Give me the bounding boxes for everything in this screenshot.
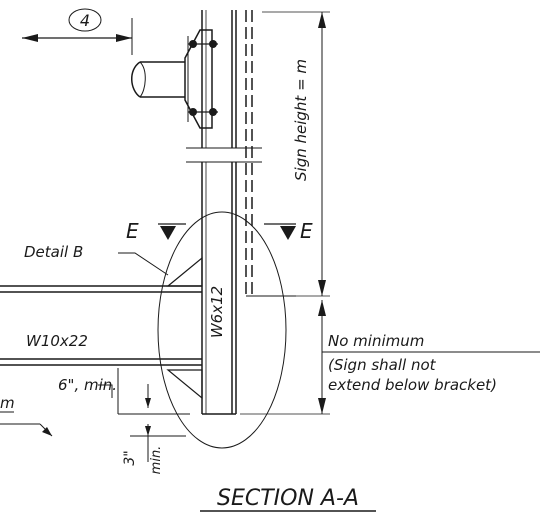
sign-note-line-2: extend below bracket) <box>328 376 497 394</box>
three-inch-dimension <box>130 424 186 462</box>
no-minimum-dimension <box>240 300 540 415</box>
three-inch-label: 3" <box>122 450 138 465</box>
six-inch-label: 6", min. <box>58 376 117 394</box>
cut-off-label: m <box>0 394 15 412</box>
callout-4-balloon: 4 <box>68 8 102 32</box>
no-minimum-label: No minimum <box>328 332 424 350</box>
pipe-bracket <box>184 29 218 129</box>
callout-number: 4 <box>80 11 90 30</box>
detail-b-leader <box>118 252 169 276</box>
section-marker-left: E <box>126 219 186 243</box>
top-dimension <box>22 18 133 55</box>
three-inch-min-label: min. <box>149 446 164 475</box>
detail-b-label: Detail B <box>24 243 83 261</box>
lower-beam <box>0 358 203 400</box>
section-marker-right: E <box>264 219 313 243</box>
six-inch-dimension <box>98 368 190 415</box>
section-marker-left-label: E <box>126 219 139 243</box>
post-break-lines <box>186 147 262 163</box>
post-upper <box>201 10 237 148</box>
post-member-label: W6x12 <box>208 286 226 338</box>
section-title: SECTION A-A <box>217 486 359 511</box>
sign-height-label: Sign height = m <box>292 59 310 181</box>
sign-height-dimension <box>262 11 330 297</box>
horizontal-pipe <box>131 61 185 98</box>
beam-member-label: W10x22 <box>26 332 88 350</box>
section-marker-right-label: E <box>300 219 313 243</box>
detail-b-ellipse <box>157 211 287 449</box>
sign-note-line-1: (Sign shall not <box>328 356 437 374</box>
upper-beam <box>0 256 203 293</box>
